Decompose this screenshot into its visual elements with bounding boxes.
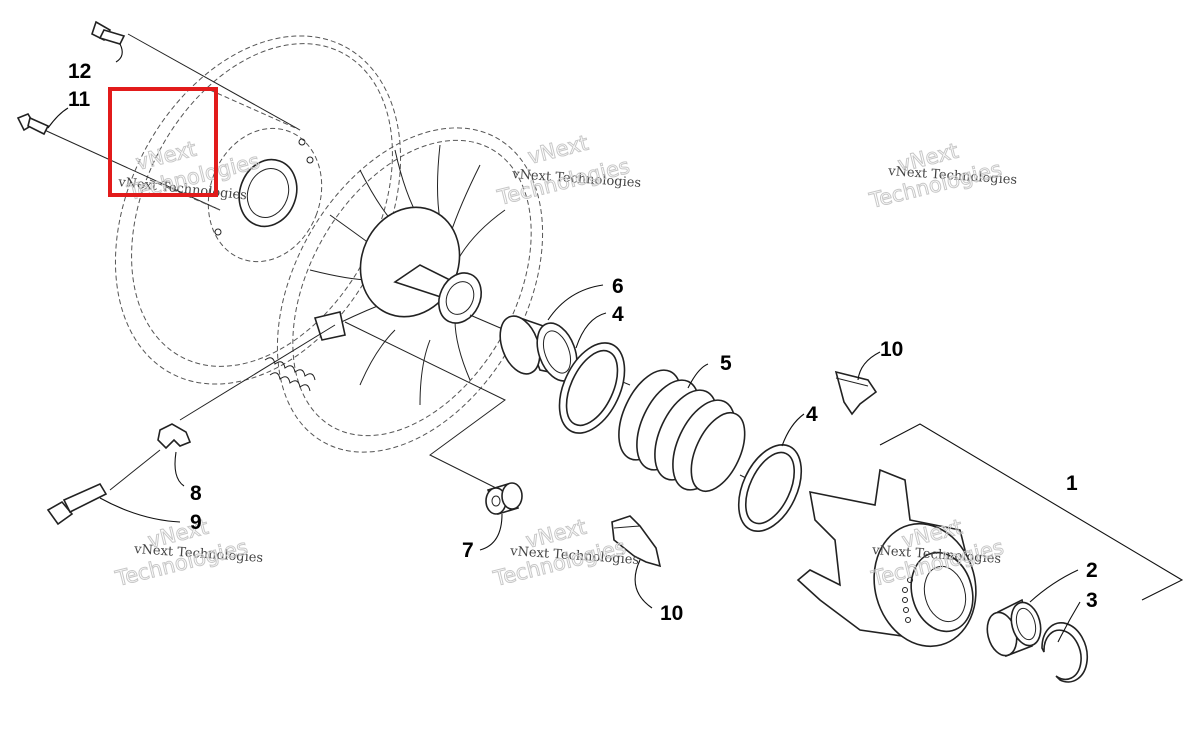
part-12-screw xyxy=(91,20,126,45)
callout-1: 1 xyxy=(1066,472,1078,495)
part-10-shoe-lower xyxy=(611,515,662,568)
callout-3: 3 xyxy=(1086,589,1098,612)
callout-4: 4 xyxy=(806,403,818,426)
callout-5: 5 xyxy=(720,352,732,375)
svg-text:vNext: vNext xyxy=(525,131,590,169)
svg-text:Technologies: Technologies xyxy=(494,154,632,210)
highlight-box xyxy=(108,87,218,197)
part-11-bolt xyxy=(16,113,50,136)
part-2-bushing xyxy=(986,598,1042,658)
callout-labels: 12 11 6 4 5 10 4 1 2 3 8 9 7 10 xyxy=(68,60,1098,625)
callout-7: 7 xyxy=(462,539,474,562)
moveable-sheave xyxy=(264,127,544,453)
callout-6: 6 xyxy=(612,275,624,298)
assembly-bracket xyxy=(879,423,1184,601)
callout-9: 9 xyxy=(190,511,202,534)
part-4-washer-upper xyxy=(558,342,626,434)
part-4-washer-lower xyxy=(737,443,803,533)
part-1-spider xyxy=(796,468,977,648)
leader-lines xyxy=(47,43,1081,643)
callout-4: 4 xyxy=(612,303,624,326)
callout-2: 2 xyxy=(1086,559,1098,582)
callout-10: 10 xyxy=(880,338,903,361)
part-9-hex-bolt xyxy=(46,482,108,526)
part-8-clip xyxy=(157,423,192,450)
part-7-roller xyxy=(485,482,523,515)
callout-10: 10 xyxy=(660,602,683,625)
part-10-shoe-upper xyxy=(834,370,878,416)
part-5-spring xyxy=(618,369,746,492)
part-3-snap-ring xyxy=(1041,622,1089,683)
callout-12: 12 xyxy=(68,60,91,83)
callout-8: 8 xyxy=(190,482,202,505)
callout-11: 11 xyxy=(68,88,91,111)
